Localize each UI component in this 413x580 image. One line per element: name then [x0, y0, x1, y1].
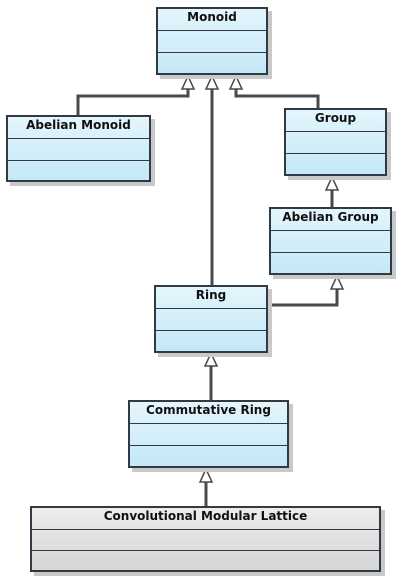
class-convolutional-modular-lattice: Convolutional Modular Lattice [30, 506, 381, 572]
class-name: Abelian Monoid [8, 117, 149, 139]
operations-compartment [158, 53, 266, 73]
generalization-arrowhead [228, 74, 244, 90]
class-name: Abelian Group [271, 209, 390, 231]
attributes-compartment [158, 31, 266, 53]
class-name: Convolutional Modular Lattice [32, 508, 379, 530]
generalization-arrowhead [329, 274, 345, 290]
generalization-arrowhead [180, 74, 196, 90]
operations-compartment [156, 331, 266, 351]
class-abelian-monoid: Abelian Monoid [6, 115, 151, 182]
attributes-compartment [286, 132, 385, 154]
class-name: Commutative Ring [130, 402, 287, 424]
class-group: Group [284, 108, 387, 176]
generalization-arrowhead [324, 175, 340, 191]
attributes-compartment [130, 424, 287, 446]
operations-compartment [286, 154, 385, 174]
class-abelian-group: Abelian Group [269, 207, 392, 275]
edge-group-to-monoid [234, 87, 320, 108]
operations-compartment [8, 161, 149, 180]
class-name: Ring [156, 287, 266, 309]
operations-compartment [271, 253, 390, 273]
class-name: Monoid [158, 9, 266, 31]
generalization-arrowhead [204, 74, 220, 90]
operations-compartment [32, 551, 379, 570]
operations-compartment [130, 446, 287, 466]
attributes-compartment [32, 530, 379, 551]
edge-abelian-monoid-to-monoid [76, 87, 190, 115]
attributes-compartment [156, 309, 266, 331]
generalization-arrowhead [198, 467, 214, 483]
attributes-compartment [271, 231, 390, 253]
generalization-arrowhead [203, 351, 219, 367]
edge-ring-to-abelian-group [268, 287, 339, 307]
class-commutative-ring: Commutative Ring [128, 400, 289, 468]
class-ring: Ring [154, 285, 268, 353]
class-name: Group [286, 110, 385, 132]
attributes-compartment [8, 139, 149, 161]
class-monoid: Monoid [156, 7, 268, 75]
